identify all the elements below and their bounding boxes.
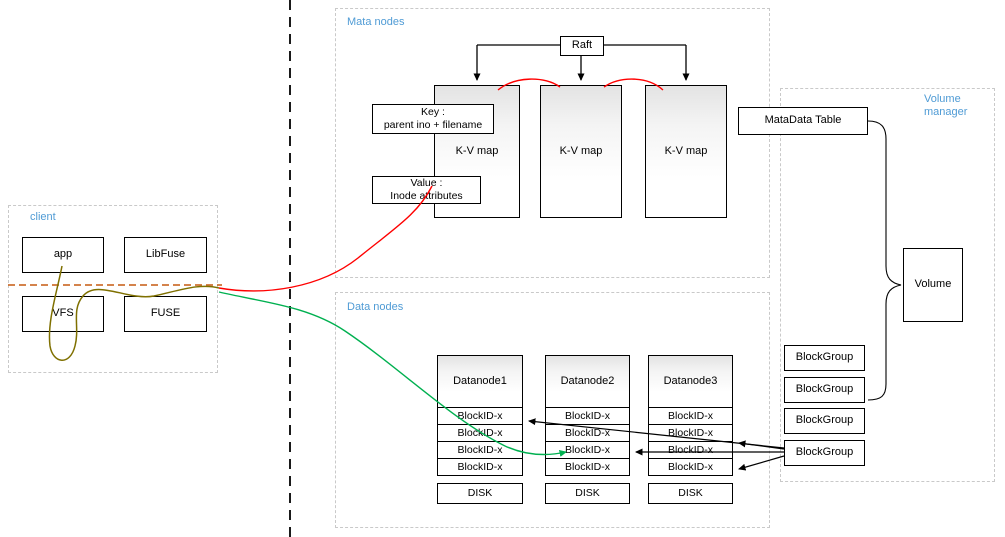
key-note-box: Key : parent ino + filename	[372, 104, 494, 134]
blockgroup-box-4: BlockGroup	[784, 440, 865, 466]
datanode2-blockid-row-3: BlockID-x	[545, 441, 630, 459]
libfuse-box: LibFuse	[124, 237, 207, 273]
metadata-table-box: MataData Table	[738, 107, 868, 135]
key-note-line2: parent ino + filename	[383, 119, 483, 131]
blockgroup-box-2: BlockGroup	[784, 377, 865, 403]
datanode3-blockid-row-1: BlockID-x	[648, 407, 733, 425]
volume-manager-label-line1: Volume	[924, 93, 961, 105]
data-nodes-label: Data nodes	[347, 301, 404, 313]
volume-manager-container	[780, 88, 995, 482]
datanode1-blockid-row-4: BlockID-x	[437, 458, 523, 476]
datanode3-blockid-row-3: BlockID-x	[648, 441, 733, 459]
app-box: app	[22, 237, 104, 273]
datanode2-blockid-row-2: BlockID-x	[545, 424, 630, 442]
datanode1-blockid-row-1: BlockID-x	[437, 407, 523, 425]
value-note-line2: Inode attributes	[390, 190, 463, 202]
datanode2-blockid-row-4: BlockID-x	[545, 458, 630, 476]
datanode3-blockid-row-2: BlockID-x	[648, 424, 733, 442]
value-note-box: Value : Inode attributes	[372, 176, 481, 204]
raft-box: Raft	[560, 36, 604, 56]
mata-nodes-container	[335, 8, 770, 278]
kv-map-box-3: K-V map	[645, 85, 727, 218]
datanode3-header: Datanode3	[648, 355, 733, 408]
datanode3-disk-row: DISK	[648, 483, 733, 504]
blockgroup-box-3: BlockGroup	[784, 408, 865, 434]
datanode1-disk-row: DISK	[437, 483, 523, 504]
datanode2-header: Datanode2	[545, 355, 630, 408]
datanode1-blockid-row-2: BlockID-x	[437, 424, 523, 442]
kv-map-box-2: K-V map	[540, 85, 622, 218]
volume-manager-label-line2: manager	[924, 106, 968, 119]
datanode2-blockid-row-1: BlockID-x	[545, 407, 630, 425]
client-label: client	[30, 211, 56, 223]
fuse-box: FUSE	[124, 296, 207, 332]
mata-nodes-label: Mata nodes	[347, 16, 405, 28]
value-note-line1: Value :	[410, 177, 443, 190]
vfs-box: VFS	[22, 296, 104, 332]
client-container	[8, 205, 218, 373]
datanode1-header: Datanode1	[437, 355, 523, 408]
blockgroup-box-1: BlockGroup	[784, 345, 865, 371]
volume-manager-label: Volume manager	[924, 93, 984, 119]
key-note-line1: Key :	[421, 106, 445, 119]
datanode2-disk-row: DISK	[545, 483, 630, 504]
volume-box: Volume	[903, 248, 963, 322]
datanode3-blockid-row-4: BlockID-x	[648, 458, 733, 476]
datanode1-blockid-row-3: BlockID-x	[437, 441, 523, 459]
